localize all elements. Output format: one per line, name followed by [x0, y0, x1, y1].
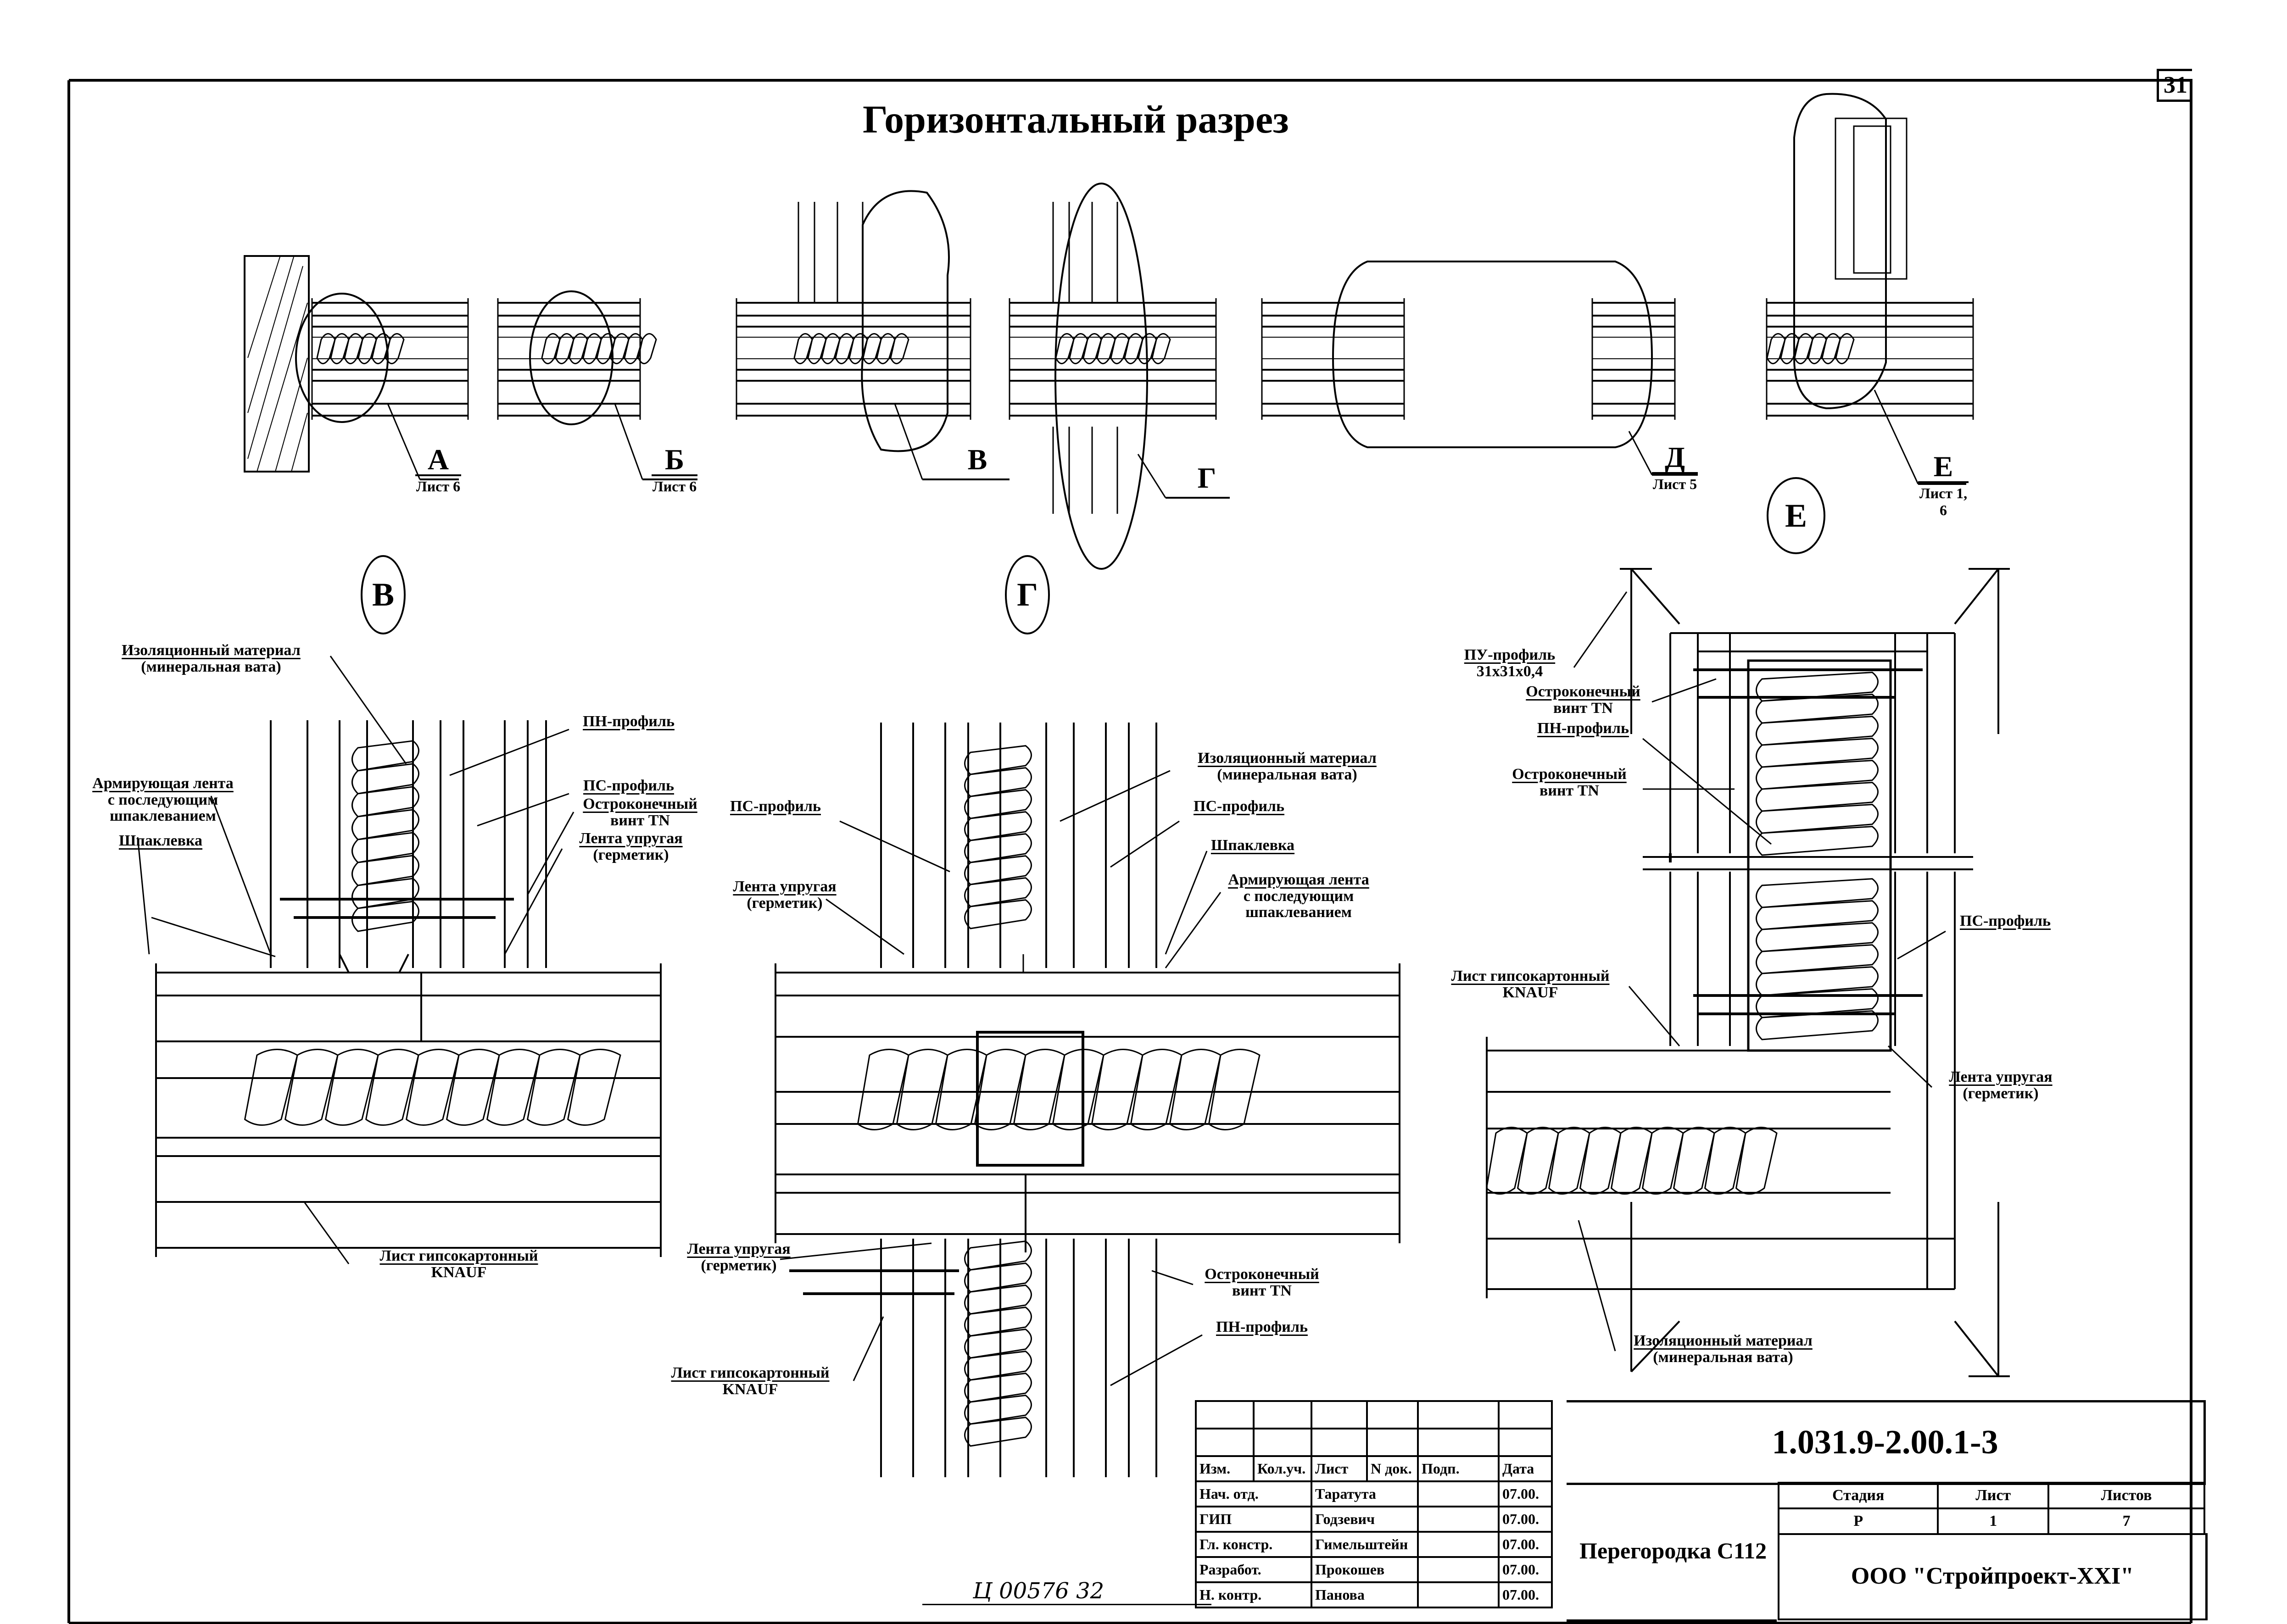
label-g-putty: Шпаклевка [1210, 837, 1295, 854]
plan-ref-d: Д Лист 5 [1652, 441, 1698, 492]
signatory-row: Нач. отд. Таратута 07.00. [1195, 1480, 1553, 1507]
stage-table: Стадия Лист Листов Р 1 7 [1777, 1482, 2205, 1535]
label-e-pu-profile: ПУ-профиль 31x31x0,4 [1464, 646, 1556, 680]
label-v-screw: Остроконечный винт TN [583, 795, 697, 829]
signature [1417, 1556, 1500, 1583]
signature [1417, 1581, 1500, 1608]
title-block: Изм. Кол.уч. Лист N док. Подп. Дата Нач.… [1195, 1400, 2212, 1623]
label-g-ps-profile-left: ПС-профиль [730, 798, 821, 815]
label-g-ps-profile-right: ПС-профиль [1194, 798, 1284, 815]
page-title: Горизонтальный разрез [863, 97, 1289, 141]
label-g-tape-top: Лента упругая (герметик) [733, 878, 837, 912]
label-g-insulation: Изоляционный материал (минеральная вата) [1198, 750, 1377, 783]
label-g-tape-bottom: Лента упругая (герметик) [687, 1240, 791, 1274]
signatory-row: Гл. констр. Гимельштейн 07.00. [1195, 1531, 1553, 1558]
wall-hatch [244, 255, 310, 473]
label-v-insulation: Изоляционный материал (минеральная вата) [122, 642, 301, 675]
detail-g-drawing [775, 723, 1400, 1477]
page-number: 31 [2157, 69, 2192, 102]
sheet-frame [69, 79, 2192, 1623]
document-name: Перегородка С112 [1567, 1482, 1777, 1622]
label-v-tape: Лента упругая (герметик) [579, 830, 683, 863]
label-v-putty: Шпаклевка [118, 832, 203, 849]
signature [1417, 1531, 1500, 1558]
detail-marker-v: В [361, 555, 406, 634]
signatory-row: Разработ. Прокошев 07.00. [1195, 1556, 1553, 1583]
label-e-gypsum: Лист гипсокартонный KNAUF [1451, 968, 1610, 1001]
plan-ref-e: Е Лист 1, 6 [1918, 452, 1969, 519]
label-e-ps-profile: ПС-профиль [1960, 912, 2051, 929]
plan-ref-v: В [967, 443, 987, 476]
label-g-screw: Остроконечный винт TN [1205, 1266, 1319, 1299]
label-v-ps-profile: ПС-профиль [583, 777, 674, 794]
label-e-screw-mid: Остроконечный винт TN [1512, 766, 1627, 799]
label-e-insulation: Изоляционный материал (минеральная вата) [1634, 1332, 1813, 1366]
label-g-pn-profile: ПН-профиль [1216, 1318, 1308, 1335]
signature [1417, 1480, 1500, 1507]
archive-note: Ц 00576 32 [922, 1578, 1211, 1605]
revision-header-row: Изм. Кол.уч. Лист N док. Подп. Дата [1195, 1455, 1553, 1482]
organization-name: ООО "Стройпроект-XXI" [1778, 1533, 2208, 1620]
detail-e-drawing [1485, 568, 2010, 1377]
label-g-reinforcing-tape: Армирующая лента с последующим шпаклеван… [1228, 871, 1369, 921]
signature [1417, 1506, 1500, 1533]
revision-table: Изм. Кол.уч. Лист N док. Подп. Дата Нач.… [1195, 1400, 1553, 1608]
plan-section-strip [244, 93, 1974, 570]
plan-ref-b: Б Лист 6 [652, 443, 697, 495]
plan-ref-a: А Лист 6 [415, 443, 461, 495]
label-e-pn-profile: ПН-профиль [1537, 720, 1629, 737]
detail-v-drawing [137, 656, 662, 1264]
label-v-gypsum: Лист гипсокартонный KNAUF [379, 1247, 538, 1281]
plan-ref-g: Г [1197, 462, 1216, 494]
label-g-gypsum: Лист гипсокартонный KNAUF [671, 1364, 830, 1398]
label-v-pn-profile: ПН-профиль [583, 713, 675, 730]
label-v-reinforcing-tape: Армирующая лента с последующим шпаклеван… [92, 775, 234, 825]
detail-marker-g: Г [1005, 555, 1050, 634]
document-code: 1.031.9-2.00.1-3 [1567, 1400, 2206, 1485]
signatory-row: ГИП Годзевич 07.00. [1195, 1506, 1553, 1533]
signatory-row: Н. контр. Панова 07.00. [1195, 1581, 1553, 1608]
label-e-screw-top: Остроконечный винт TN [1526, 683, 1640, 717]
detail-marker-e: Е [1767, 477, 1825, 554]
label-e-tape: Лента упругая (герметик) [1949, 1068, 2053, 1102]
